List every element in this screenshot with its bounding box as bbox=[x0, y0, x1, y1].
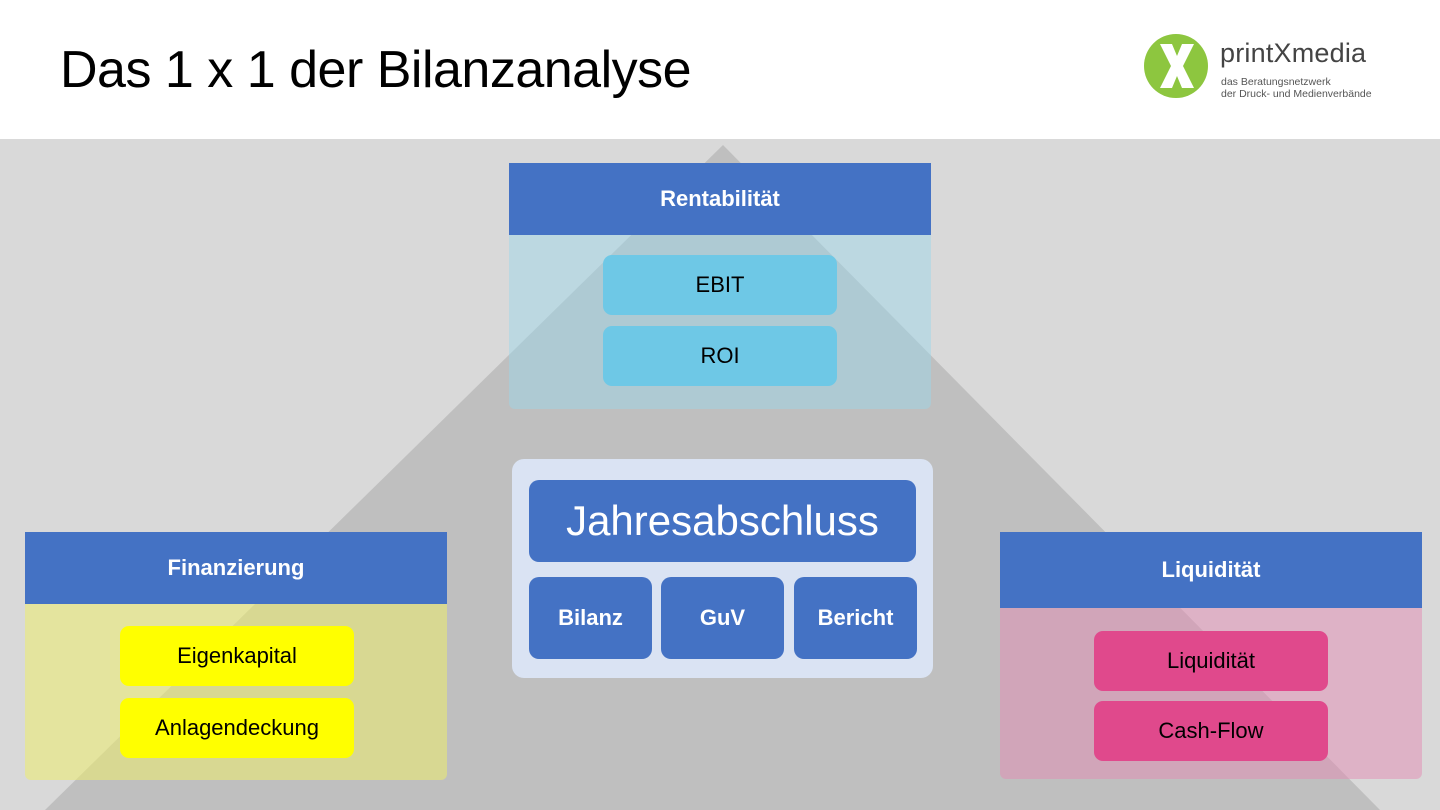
bericht-box: Bericht bbox=[794, 577, 917, 659]
logo-name: printXmedia bbox=[1220, 38, 1367, 68]
printxmedia-logo: printXmedia das Beratungsnetzwerk der Dr… bbox=[1142, 32, 1392, 102]
liquiditaet-heading: Liquidität bbox=[1000, 532, 1422, 608]
diagram-area: Rentabilität EBIT ROI Finanzierung Eigen… bbox=[0, 139, 1440, 810]
slide-header: Das 1 x 1 der Bilanzanalyse printXmedia … bbox=[0, 0, 1440, 139]
liquiditaet-block: Liquidität Liquidität Cash-Flow bbox=[1000, 532, 1422, 779]
rentabilitaet-block: Rentabilität EBIT ROI bbox=[509, 163, 931, 409]
jahresabschluss-box: Jahresabschluss bbox=[529, 480, 916, 562]
anlagendeckung-box: Anlagendeckung bbox=[120, 698, 354, 758]
jahresabschluss-panel: Jahresabschluss Bilanz GuV Bericht bbox=[512, 459, 933, 678]
cash-flow-box: Cash-Flow bbox=[1094, 701, 1328, 761]
roi-box: ROI bbox=[603, 326, 837, 386]
logo-tagline-line-2: der Druck- und Medienverbände bbox=[1221, 88, 1372, 100]
bilanz-box: Bilanz bbox=[529, 577, 652, 659]
liquiditaet-box: Liquidität bbox=[1094, 631, 1328, 691]
finanzierung-heading: Finanzierung bbox=[25, 532, 447, 604]
rentabilitaet-heading: Rentabilität bbox=[509, 163, 931, 235]
x-circle-logo-icon bbox=[1144, 34, 1208, 98]
guv-box: GuV bbox=[661, 577, 784, 659]
ebit-box: EBIT bbox=[603, 255, 837, 315]
page-title: Das 1 x 1 der Bilanzanalyse bbox=[60, 41, 692, 99]
finanzierung-block: Finanzierung Eigenkapital Anlagendeckung bbox=[25, 532, 447, 780]
eigenkapital-box: Eigenkapital bbox=[120, 626, 354, 686]
logo-tagline-line-1: das Beratungsnetzwerk bbox=[1221, 76, 1331, 88]
